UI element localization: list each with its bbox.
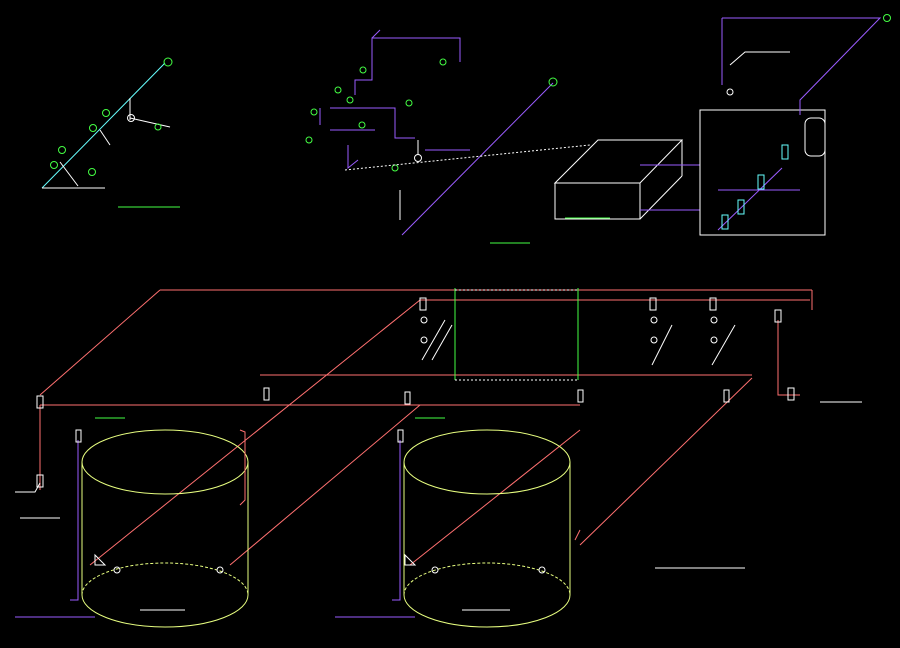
heat-system-diagram — [41, 57, 180, 208]
supply-system-diagram — [305, 29, 591, 244]
pump-room-diagram — [553, 14, 891, 236]
fire-pipe-network-diagram — [15, 288, 862, 628]
